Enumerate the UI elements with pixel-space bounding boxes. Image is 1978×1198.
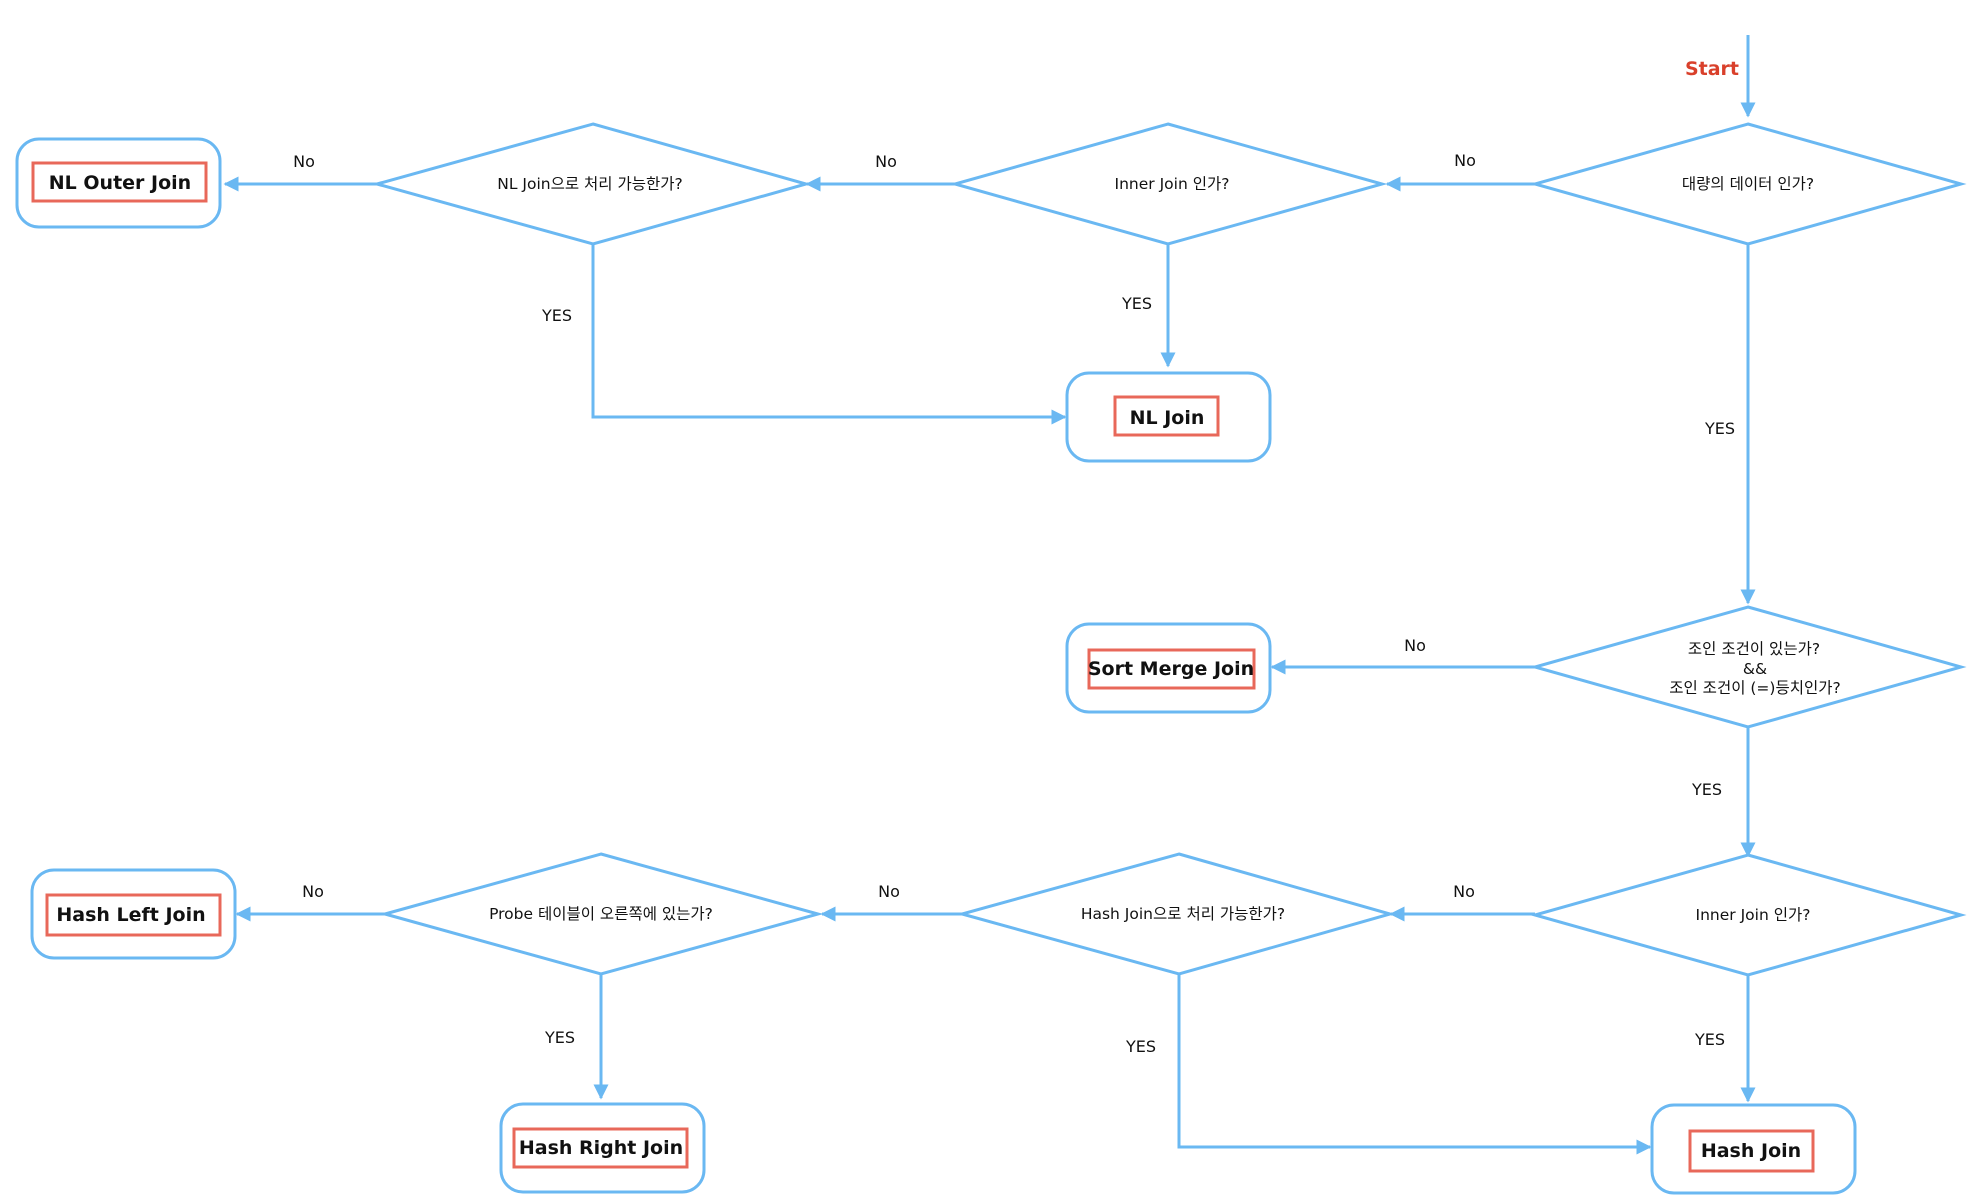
result-hash-join-text: Hash Join: [1701, 1140, 1801, 1162]
nl-possible-yes-connector: [591, 244, 1067, 425]
result-nl-join: NL Join: [1065, 371, 1272, 463]
join-condition-no-label: No: [1404, 636, 1426, 655]
result-nl-join-text: NL Join: [1130, 407, 1205, 429]
decision-inner-join-top: Inner Join 인가?: [949, 122, 1388, 246]
inner-top-no-label: No: [875, 152, 897, 171]
result-hash-right-join-text: Hash Right Join: [519, 1137, 683, 1159]
decision-nl-join-possible-text: NL Join으로 처리 가능한가?: [497, 175, 683, 193]
probe-no-label: No: [302, 882, 324, 901]
result-hash-join: Hash Join: [1650, 1103, 1857, 1195]
decision-join-condition-line2: &&: [1743, 660, 1767, 678]
decision-join-condition-line3: 조인 조건이 (=)등치인가?: [1669, 679, 1841, 697]
decision-join-condition: 조인 조건이 있는가? && 조인 조건이 (=)등치인가?: [1529, 605, 1967, 729]
result-sort-merge-join: Sort Merge Join: [1065, 622, 1272, 714]
inner-bottom-yes-label: YES: [1694, 1030, 1725, 1049]
decision-inner-join-top-text: Inner Join 인가?: [1115, 175, 1230, 193]
decision-join-condition-line1: 조인 조건이 있는가?: [1688, 640, 1820, 658]
inner-top-yes-label: YES: [1121, 294, 1152, 313]
decision-hash-join-possible-text: Hash Join으로 처리 가능한가?: [1081, 905, 1285, 923]
result-nl-outer-join-text: NL Outer Join: [49, 172, 191, 194]
nl-possible-yes-label: YES: [541, 306, 572, 325]
decision-probe-table-right: Probe 테이블이 오른쪽에 있는가?: [379, 852, 824, 976]
decision-large-data: 대량의 데이터 인가?: [1529, 122, 1967, 246]
result-sort-merge-join-text: Sort Merge Join: [1088, 658, 1254, 680]
decision-inner-join-bottom: Inner Join 인가?: [1529, 853, 1967, 977]
inner-bottom-no-label: No: [1453, 882, 1475, 901]
decision-nl-join-possible: NL Join으로 처리 가능한가?: [371, 122, 812, 246]
nl-possible-no-label: No: [293, 152, 315, 171]
decision-hash-join-possible: Hash Join으로 처리 가능한가?: [956, 852, 1396, 976]
hash-possible-yes-connector: [1177, 974, 1652, 1155]
probe-yes-label: YES: [544, 1028, 575, 1047]
result-hash-left-join: Hash Left Join: [30, 868, 237, 960]
decision-large-data-text: 대량의 데이터 인가?: [1682, 175, 1814, 193]
result-hash-right-join: Hash Right Join: [499, 1102, 706, 1194]
start-label: Start: [1685, 58, 1739, 80]
join-condition-yes-label: YES: [1691, 780, 1722, 799]
result-hash-left-join-text: Hash Left Join: [56, 904, 205, 926]
hash-possible-yes-label: YES: [1125, 1037, 1156, 1056]
large-data-no-label: No: [1454, 151, 1476, 170]
decision-inner-join-bottom-text: Inner Join 인가?: [1696, 906, 1811, 924]
large-data-yes-label: YES: [1704, 419, 1735, 438]
result-nl-outer-join: NL Outer Join: [15, 137, 222, 229]
hash-possible-no-label: No: [878, 882, 900, 901]
decision-probe-table-right-text: Probe 테이블이 오른쪽에 있는가?: [489, 905, 713, 923]
